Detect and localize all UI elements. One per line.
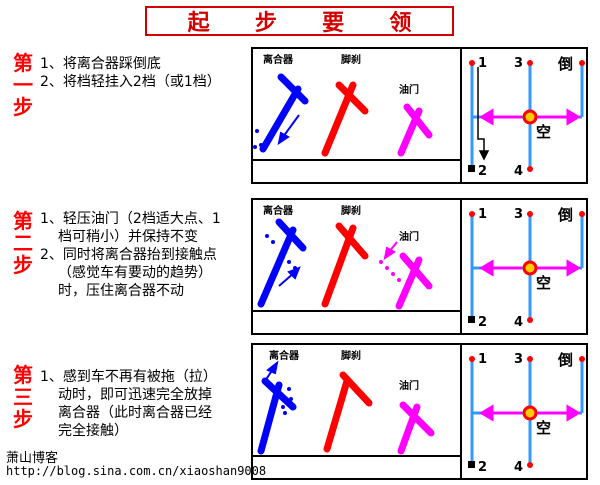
gear-4-label: 4 bbox=[514, 315, 523, 330]
clutch-motion-dots bbox=[253, 129, 269, 149]
throttle-label: 油门 bbox=[399, 379, 419, 392]
url-watermark: http://blog.sina.com.cn/xiaoshan9008 bbox=[6, 464, 267, 478]
neutral-label: 空 bbox=[536, 123, 551, 141]
step-1-label-char: 一 bbox=[13, 73, 33, 97]
pedal-panel-3: 离合器 脚刹 油门 bbox=[251, 343, 462, 480]
brake-label: 脚刹 bbox=[341, 53, 361, 66]
shift-to-2-arrow bbox=[477, 67, 490, 161]
gear-4-label: 4 bbox=[514, 460, 523, 475]
throttle-label: 油门 bbox=[399, 230, 419, 243]
title-box: 起 步 要 领 bbox=[145, 6, 454, 36]
reverse-label: 倒 bbox=[557, 351, 573, 369]
step-2-line: 时，压住离合器不动 bbox=[58, 283, 184, 299]
clutch-label: 离合器 bbox=[263, 53, 294, 66]
step-1-label: 第 一 步 bbox=[11, 52, 35, 118]
pedal-panel-2: 离合器 脚刹 油门 bbox=[251, 198, 462, 335]
throttle-down-arrow bbox=[383, 241, 398, 261]
step-1-text: 1、将离合器踩倒底 2、将档轻挂入2档（或1档） bbox=[40, 55, 221, 91]
gear-3-label: 3 bbox=[514, 56, 523, 71]
step-2-label-char: 第 bbox=[13, 209, 33, 233]
step-2-label-char: 二 bbox=[13, 231, 33, 255]
step-3-label-char: 第 bbox=[13, 363, 33, 387]
throttle-label: 油门 bbox=[399, 83, 419, 96]
step-3-text: 1、感到车不再有被拖（拉） 动时，即可迅速完全放掉 离合器（此时离合器已经 完全… bbox=[40, 368, 217, 440]
gear-1-label: 1 bbox=[478, 352, 487, 367]
clutch-down-arrow bbox=[277, 114, 300, 146]
clutch-pedal bbox=[259, 73, 309, 153]
title-char: 起 bbox=[187, 10, 210, 36]
brake-pedal bbox=[321, 222, 369, 308]
brake-pedal bbox=[321, 81, 369, 157]
throttle-motion-dots bbox=[379, 260, 401, 282]
gear-panel-3: 1 3 倒 空 2 4 bbox=[460, 343, 588, 480]
pedal-panel-1: 离合器 脚刹 油门 bbox=[251, 47, 462, 184]
shift-arrows bbox=[479, 259, 581, 277]
gear-2-label: 2 bbox=[478, 460, 487, 475]
step-2-text: 1、轻压油门（2档适大点、1 档可稍小）并保持不变 2、同时将离合器抬到接触点 … bbox=[40, 210, 221, 300]
clutch-label: 离合器 bbox=[269, 349, 300, 362]
author-watermark: 萧山博客 bbox=[6, 451, 59, 466]
step-3-label-char: 三 bbox=[13, 385, 33, 409]
clutch-pedal bbox=[257, 218, 307, 308]
step-2-line: （感觉车有要动的趋势） bbox=[58, 265, 212, 281]
clutch-up-arrow bbox=[264, 360, 279, 382]
step-3-line: 1、感到车不再有被拖（拉） bbox=[40, 369, 217, 385]
step-2-line: 档可稍小）并保持不变 bbox=[58, 229, 198, 245]
reverse-label: 倒 bbox=[557, 206, 573, 224]
step-2-label: 第 二 步 bbox=[11, 210, 35, 276]
gear-3-label: 3 bbox=[514, 207, 523, 222]
step-3-line: 完全接触） bbox=[58, 423, 128, 439]
clutch-label: 离合器 bbox=[263, 204, 294, 217]
clutch-pedal bbox=[257, 377, 297, 455]
throttle-pedal bbox=[397, 103, 433, 157]
title-char: 步 bbox=[254, 10, 277, 36]
clutch-motion-dots bbox=[281, 387, 293, 415]
step-2-label-char: 步 bbox=[13, 253, 33, 277]
shift-arrows bbox=[479, 108, 581, 126]
step-3-line: 动时，即可迅速完全放掉 bbox=[58, 387, 212, 403]
step-3-line: 离合器（此时离合器已经 bbox=[58, 405, 212, 421]
gear-2-label: 2 bbox=[478, 164, 487, 179]
step-3-label: 第 三 步 bbox=[11, 364, 35, 430]
gear-1-label: 1 bbox=[478, 207, 487, 222]
step-1-line: 2、将档轻挂入2档（或1档） bbox=[40, 74, 221, 90]
clutch-up-arrow bbox=[278, 266, 301, 287]
step-2-line: 1、轻压油门（2档适大点、1 bbox=[40, 211, 221, 227]
gear-panel-1: 1 3 倒 空 2 4 bbox=[460, 47, 588, 184]
page-title: 起 步 要 领 bbox=[147, 8, 452, 36]
brake-label: 脚刹 bbox=[341, 349, 361, 362]
gear-1-label: 1 bbox=[478, 56, 487, 71]
brake-pedal bbox=[323, 371, 373, 453]
step-1-label-char: 第 bbox=[13, 51, 33, 75]
brake-label: 脚刹 bbox=[341, 204, 361, 217]
neutral-label: 空 bbox=[536, 419, 551, 437]
step-1-label-char: 步 bbox=[13, 95, 33, 119]
throttle-pedal bbox=[395, 252, 433, 310]
neutral-label: 空 bbox=[536, 274, 551, 292]
reverse-label: 倒 bbox=[557, 55, 573, 73]
shift-arrows bbox=[479, 404, 581, 422]
step-3-label-char: 步 bbox=[13, 407, 33, 431]
throttle-pedal bbox=[397, 401, 435, 455]
gear-panel-2: 1 3 倒 空 2 4 bbox=[460, 198, 588, 335]
gear-4-label: 4 bbox=[514, 164, 523, 179]
step-1-line: 1、将离合器踩倒底 bbox=[40, 56, 161, 72]
gear-3-label: 3 bbox=[514, 352, 523, 367]
step-2-line: 2、同时将离合器抬到接触点 bbox=[40, 247, 217, 263]
gear-2-label: 2 bbox=[478, 315, 487, 330]
title-char: 领 bbox=[389, 10, 412, 36]
title-char: 要 bbox=[322, 10, 345, 36]
